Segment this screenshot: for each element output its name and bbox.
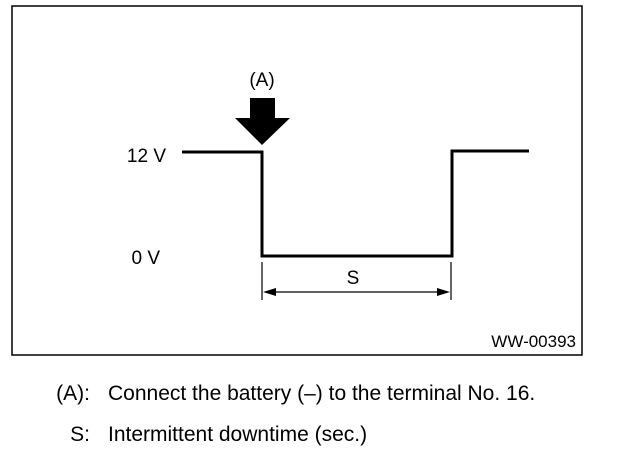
arrow-label: (A) [249,70,274,91]
down-arrow-icon [235,98,290,145]
duration-label: S [347,268,360,289]
dimension-arrowhead-right [437,288,450,296]
dimension-arrowhead-left [263,288,276,296]
level-12v-label: 12 V [127,146,166,167]
level-0v-label: 0 V [131,248,160,269]
figure-id: WW-00393 [491,332,576,351]
voltage-waveform [182,149,529,258]
diagram-frame [11,5,583,356]
